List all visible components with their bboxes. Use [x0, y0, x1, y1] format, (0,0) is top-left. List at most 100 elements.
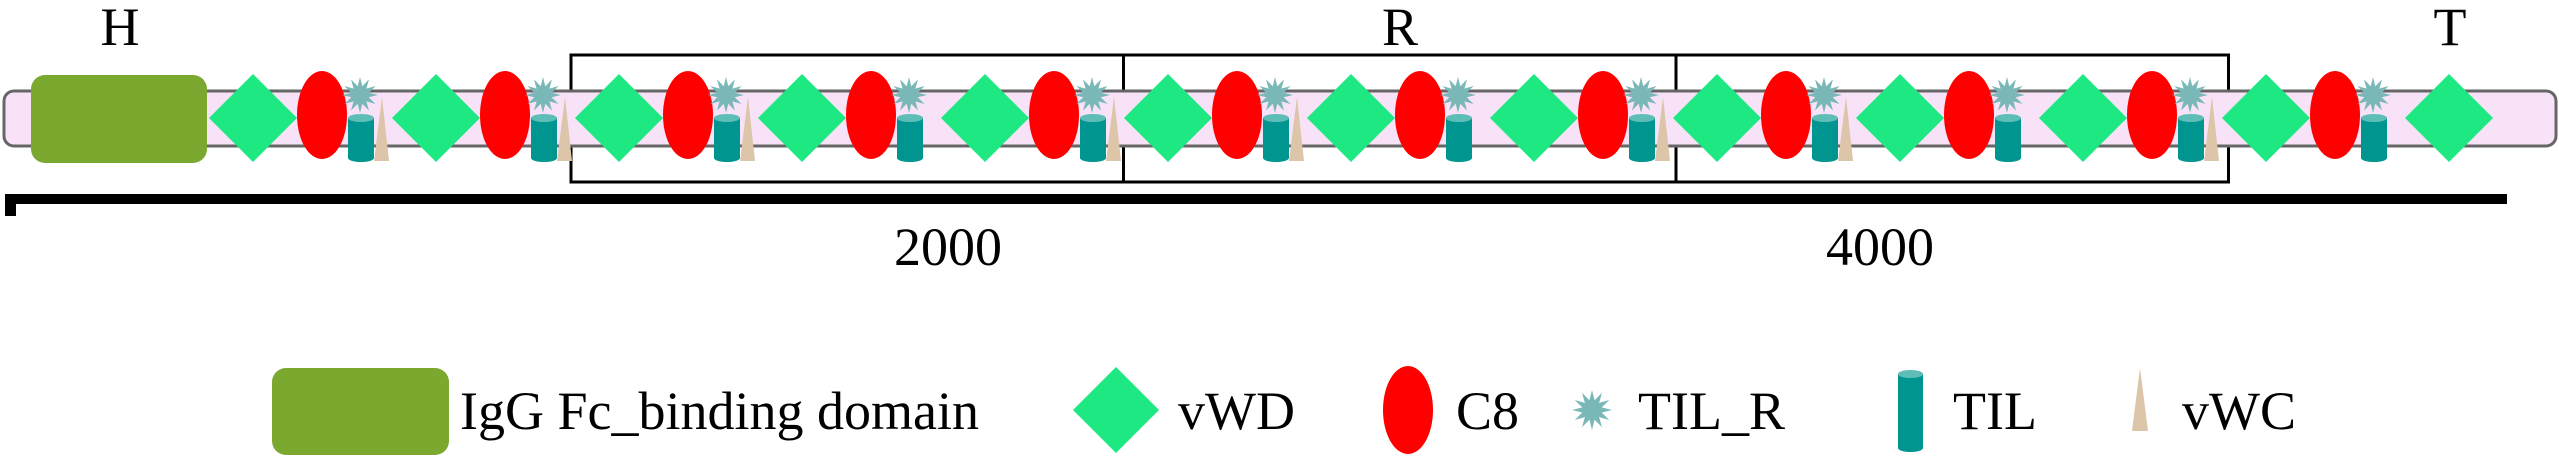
til-top [714, 114, 740, 122]
til-base [2178, 154, 2204, 162]
til-base [2361, 154, 2387, 162]
vwc-domain-triangle [374, 97, 389, 161]
legend-tilr-label: TIL_R [1638, 381, 1785, 441]
length-axis: 2000 4000 [5, 194, 2507, 277]
c8-domain-ellipse [2310, 71, 2360, 159]
tilr-domain-star [2355, 77, 2391, 113]
axis-tick-label: 4000 [1826, 217, 1934, 277]
legend-til-cylinder-icon [1898, 370, 1923, 452]
tilr-domain-star [1623, 77, 1659, 113]
til-body [1898, 374, 1923, 448]
til-body [897, 118, 923, 158]
til-base [897, 154, 923, 162]
vwd-domain-diamond [1307, 74, 1395, 162]
c8-domain-ellipse [1761, 71, 1811, 159]
til-domain-cylinder [897, 114, 923, 162]
vwd-domain-diamond [209, 74, 297, 162]
til-domain-cylinder [2178, 114, 2204, 162]
til-top [2361, 114, 2387, 122]
c8-domain-ellipse [1029, 71, 1079, 159]
til-body [2361, 118, 2387, 158]
vwd-domain-diamond [1124, 74, 1212, 162]
c8-domain-ellipse [1944, 71, 1994, 159]
vwc-domain-triangle [1289, 97, 1304, 161]
c8-domain-ellipse [297, 71, 347, 159]
c8-domain-ellipse [480, 71, 530, 159]
til-body [2178, 118, 2204, 158]
til-top [1898, 370, 1923, 378]
legend-vwc-label: vWC [2182, 381, 2296, 441]
til-top [1446, 114, 1472, 122]
til-top [1812, 114, 1838, 122]
vwc-domain-triangle [557, 97, 572, 161]
til-domain-cylinder [714, 114, 740, 162]
vwd-domain-diamond [1490, 74, 1578, 162]
til-domain-cylinder [1812, 114, 1838, 162]
c8-domain-ellipse [1578, 71, 1628, 159]
tilr-domain-star [1257, 77, 1293, 113]
vwc-domain-triangle [1106, 97, 1121, 161]
c8-domain-ellipse [846, 71, 896, 159]
til-domain-cylinder [1446, 114, 1472, 162]
til-top [531, 114, 557, 122]
tilr-domain-star [1074, 77, 1110, 113]
vwd-domain-diamond [2405, 74, 2493, 162]
til-body [1629, 118, 1655, 158]
til-base [1898, 444, 1923, 452]
axis-line [5, 194, 2507, 204]
vwd-domain-diamond [941, 74, 1029, 162]
til-domain-cylinder [1629, 114, 1655, 162]
igg-fc-binding-domain [31, 75, 207, 163]
legend-c8-label: C8 [1456, 381, 1519, 441]
c8-domain-ellipse [663, 71, 713, 159]
til-base [1446, 154, 1472, 162]
til-body [1446, 118, 1472, 158]
legend-igg-swatch [272, 368, 449, 455]
til-base [531, 154, 557, 162]
vwd-domain-diamond [575, 74, 663, 162]
til-top [348, 114, 374, 122]
vwc-domain-triangle [1838, 97, 1853, 161]
til-base [714, 154, 740, 162]
til-domain-cylinder [1995, 114, 2021, 162]
vwc-domain-triangle [2204, 97, 2219, 161]
legend-vwc-triangle-icon [2132, 368, 2148, 431]
til-domain-cylinder [2361, 114, 2387, 162]
vwc-domain-triangle [1655, 97, 1670, 161]
til-domain-cylinder [348, 114, 374, 162]
region-label-tail: T [2434, 0, 2467, 57]
til-top [1629, 114, 1655, 122]
axis-start-tick [5, 194, 16, 216]
til-domain-cylinder [1080, 114, 1106, 162]
til-body [348, 118, 374, 158]
c8-domain-ellipse [1212, 71, 1262, 159]
legend-vwd-label: vWD [1178, 381, 1295, 441]
til-body [1812, 118, 1838, 158]
til-base [1629, 154, 1655, 162]
til-top [897, 114, 923, 122]
tilr-domain-star [891, 77, 927, 113]
vwc-domain-triangle [740, 97, 755, 161]
tilr-domain-star [708, 77, 744, 113]
region-label-head: H [101, 0, 140, 57]
til-top [1995, 114, 2021, 122]
legend-tilr-star-icon [1572, 390, 1612, 430]
til-top [1263, 114, 1289, 122]
til-body [1263, 118, 1289, 158]
vwd-domain-diamond [1856, 74, 1944, 162]
til-body [1080, 118, 1106, 158]
tilr-domain-star [1806, 77, 1842, 113]
til-body [714, 118, 740, 158]
til-base [1995, 154, 2021, 162]
legend-vwd-diamond-icon [1073, 367, 1159, 453]
til-top [1080, 114, 1106, 122]
region-label-repeat: R [1382, 0, 1418, 57]
til-body [1995, 118, 2021, 158]
tilr-domain-star [525, 77, 561, 113]
legend-c8-ellipse-icon [1383, 366, 1433, 454]
tilr-domain-star [342, 77, 378, 113]
c8-domain-ellipse [1395, 71, 1445, 159]
legend: IgG Fc_binding domain vWD C8 TIL_R TIL v… [272, 366, 2296, 455]
vwd-domain-diamond [1673, 74, 1761, 162]
